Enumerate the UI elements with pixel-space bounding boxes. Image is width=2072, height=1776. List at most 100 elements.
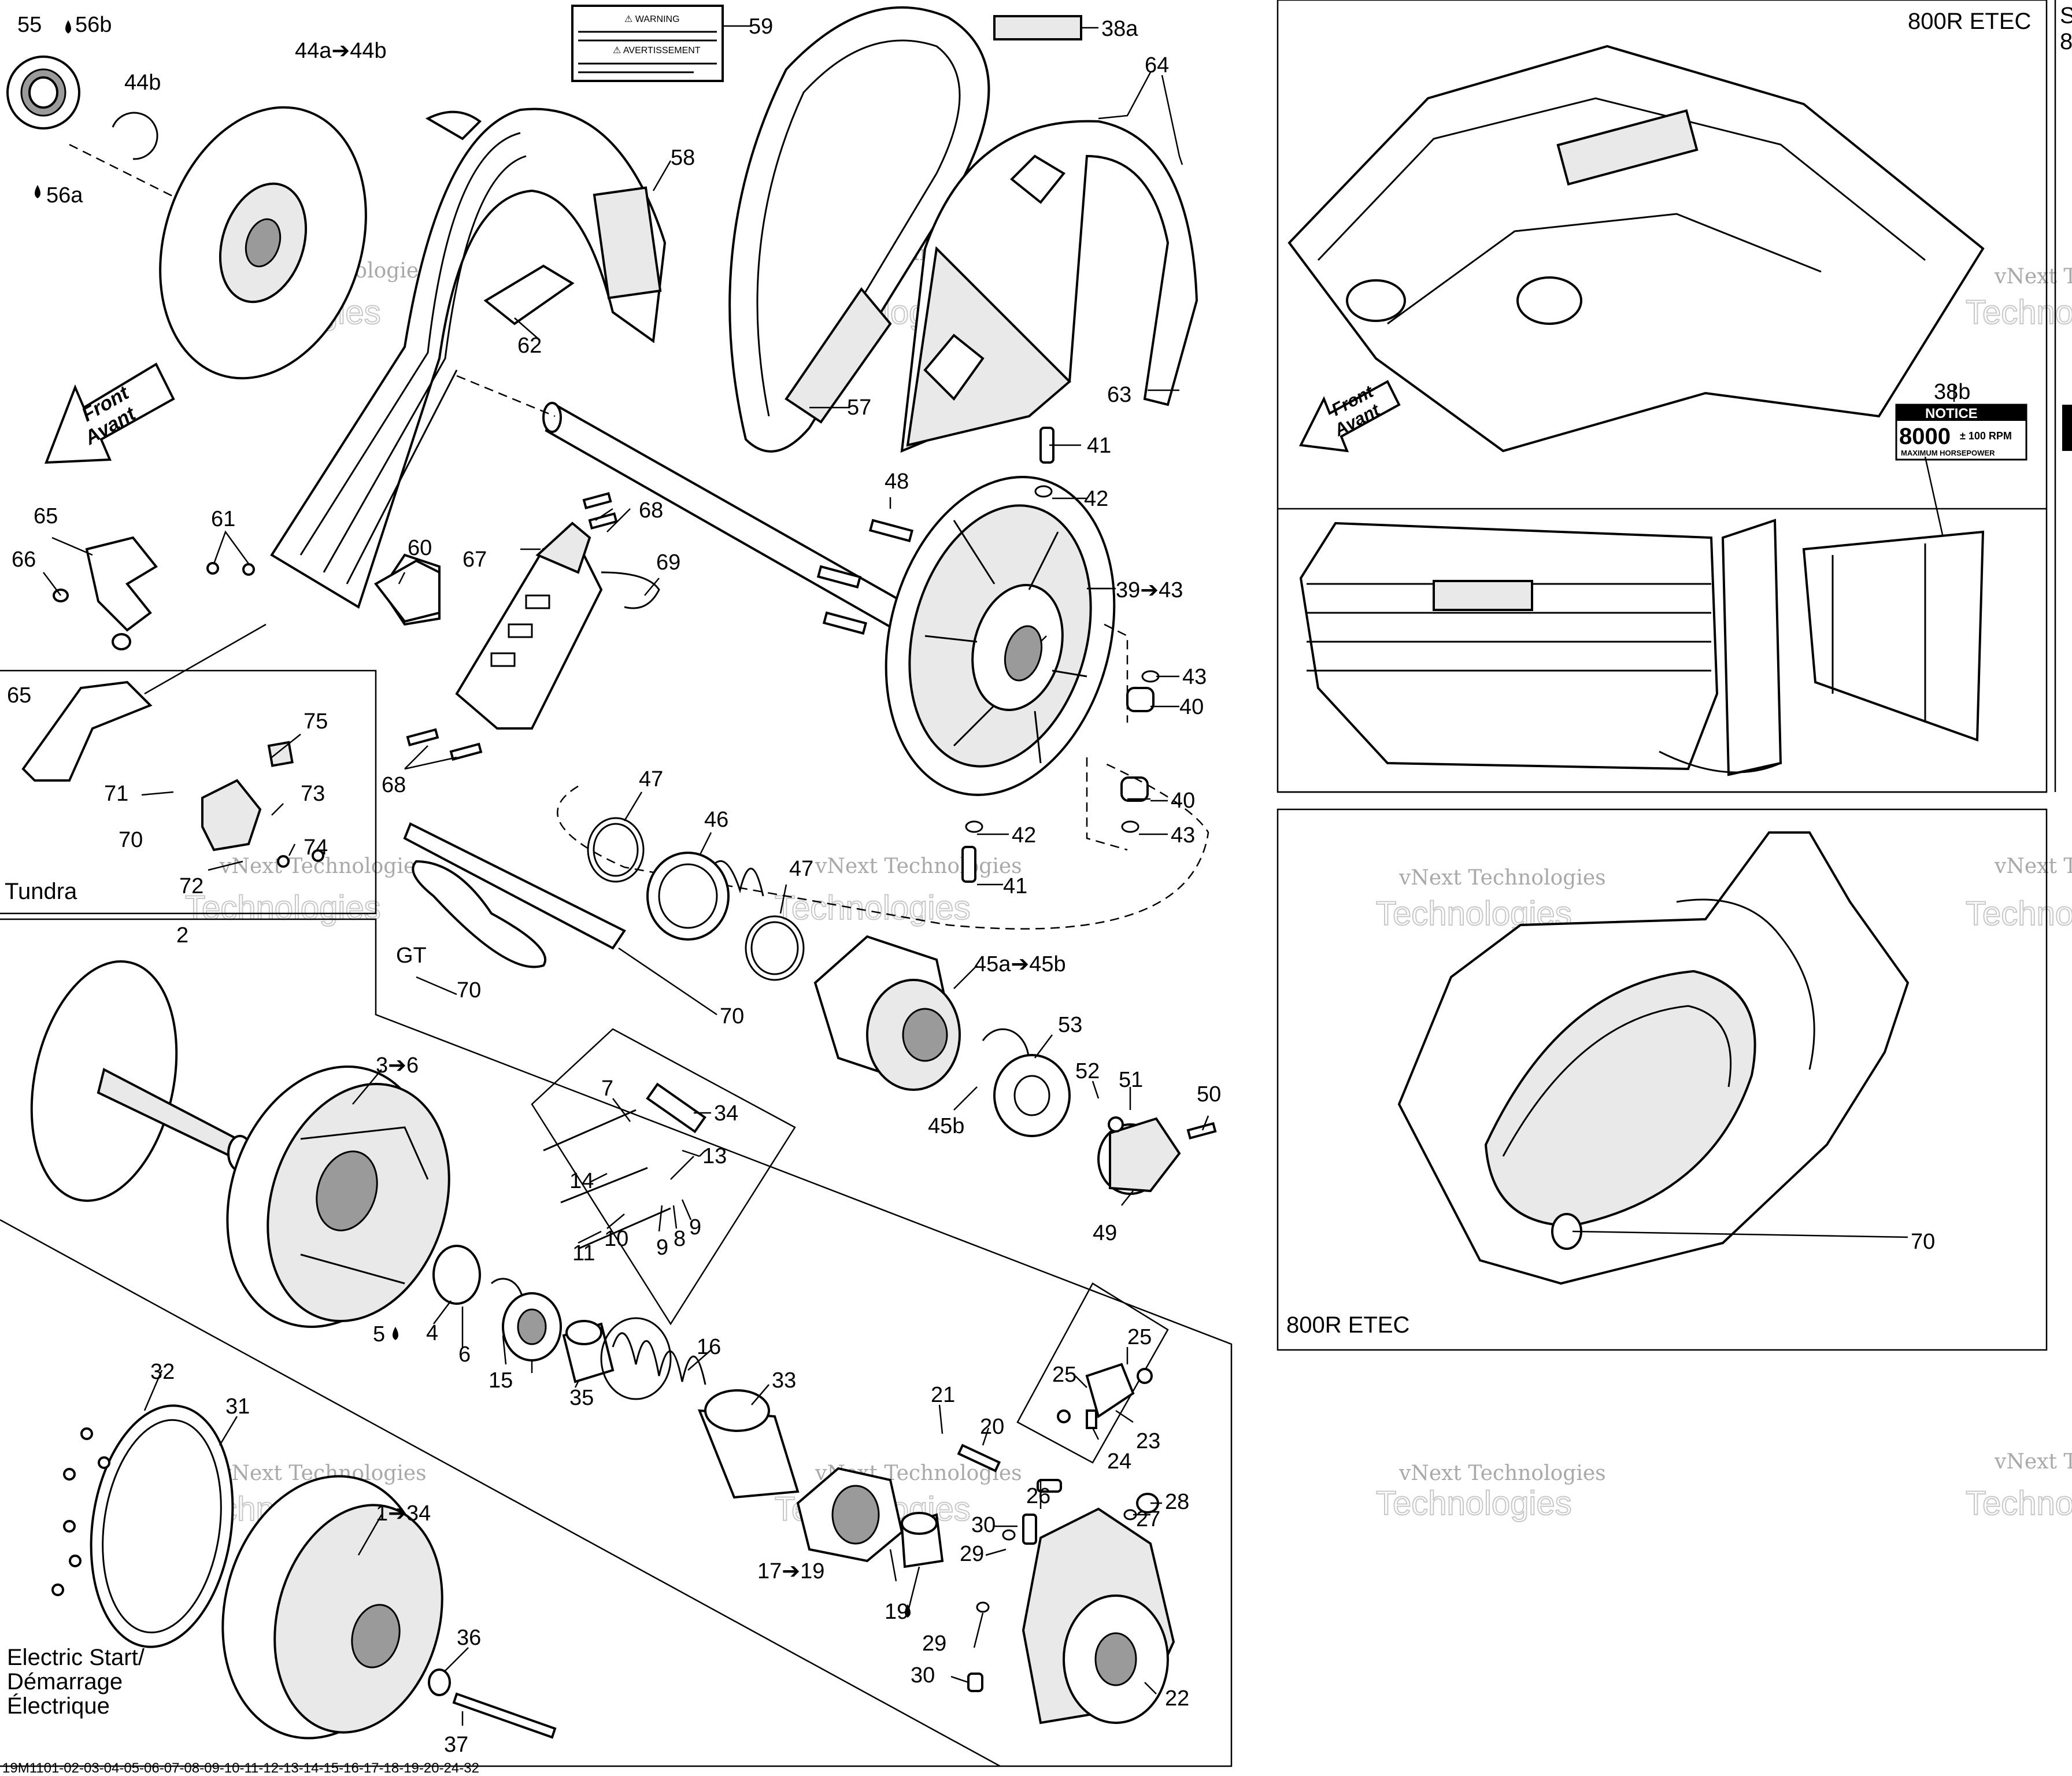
- callout-58: 58: [671, 146, 695, 170]
- callout-21: 21: [931, 1383, 955, 1407]
- electric-start-line3: Électrique: [7, 1693, 110, 1719]
- callout-45b: 45b: [928, 1114, 964, 1138]
- callout-32: 32: [150, 1360, 175, 1384]
- watermark-company: vNext Technologies: [1994, 1450, 2072, 1474]
- spider-17: [796, 1467, 904, 1563]
- callout-45a-45b: 45a➔45b: [974, 952, 1066, 976]
- callout-72: 72: [179, 874, 204, 898]
- callout-73: 73: [301, 782, 325, 806]
- callout-55: 55: [17, 13, 42, 37]
- callout-14: 14: [569, 1169, 594, 1193]
- callout-29: 29: [922, 1631, 946, 1656]
- svg-text:⚠ AVERTISSEMENT: ⚠ AVERTISSEMENT: [613, 46, 701, 56]
- callout-36: 36: [457, 1626, 481, 1650]
- callout-71: 71: [104, 782, 128, 806]
- watermark-company: vNext Technologies: [815, 854, 1022, 878]
- governor-subassembly-box: [1016, 1282, 1169, 1464]
- circlip-44b: [112, 112, 158, 160]
- notice-cut-copy: [2062, 405, 2072, 451]
- callout-75: 75: [304, 709, 328, 734]
- side-panel-detail: [1802, 456, 1985, 742]
- notice-tolerance: ± 100 RPM: [1960, 430, 2012, 442]
- notice-subtitle: MAXIMUM HORSEPOWER: [1901, 449, 1995, 457]
- pins-48: [816, 519, 914, 635]
- front-arrow-2: Front Avant: [1298, 380, 1401, 453]
- callout-46: 46: [704, 808, 728, 832]
- callout-30: 30: [911, 1663, 935, 1688]
- bracket-60: [53, 536, 441, 650]
- callout-31: 31: [225, 1394, 250, 1419]
- drop-icon: [905, 1604, 911, 1618]
- drive-belt-57: [728, 6, 990, 453]
- callout-69: 69: [656, 550, 680, 575]
- bushing-19: [900, 1512, 944, 1568]
- svg-text:⚠ WARNING: ⚠ WARNING: [624, 14, 680, 24]
- callout-51: 51: [1119, 1068, 1143, 1092]
- callout-9: 9: [689, 1215, 701, 1240]
- watermark-company: vNext Technologies: [1994, 265, 2072, 288]
- seal-55: [6, 56, 80, 130]
- notice-title: NOTICE: [1925, 406, 1978, 421]
- drop-icon: [393, 1327, 398, 1340]
- callout-53: 53: [1058, 1013, 1082, 1037]
- electric-start-line1: Electric Start/: [7, 1645, 145, 1670]
- callout-49: 49: [1093, 1221, 1117, 1245]
- callout-65: 65: [7, 683, 31, 708]
- movable-sheave-3: [226, 1065, 450, 1328]
- callout-1-34: 1➔34: [376, 1501, 431, 1526]
- callout-74: 74: [304, 835, 328, 860]
- watermark-company: vNext Technologies: [1994, 854, 2072, 878]
- callout-22: 22: [1165, 1686, 1189, 1711]
- cover-22: [1022, 1507, 1175, 1725]
- callout-37: 37: [444, 1733, 468, 1757]
- callout-68: 68: [639, 498, 663, 523]
- callout-13: 13: [702, 1144, 727, 1168]
- callout-27: 27: [1136, 1507, 1160, 1531]
- callout-7: 7: [601, 1076, 613, 1101]
- ring-47b: [745, 915, 805, 981]
- callout-68: 68: [382, 773, 406, 797]
- callout-63: 63: [1107, 383, 1131, 407]
- strap-70: [403, 822, 626, 968]
- callout-20: 20: [980, 1415, 1004, 1439]
- small-hardware-drive: [543, 1082, 1159, 1692]
- callout-48: 48: [885, 469, 909, 494]
- callout-4: 4: [426, 1321, 438, 1345]
- drop-icons: [35, 20, 911, 1618]
- watermark-brand: Technologies: [185, 889, 381, 927]
- tundra-inset-parts: [21, 680, 324, 868]
- panel-guard-border: [1276, 808, 2048, 1351]
- rings-4-6-15: [432, 1245, 562, 1361]
- callout-60: 60: [408, 536, 432, 560]
- callout-43: 43: [1182, 665, 1207, 689]
- callout-gt: GT: [396, 944, 427, 968]
- callout-10: 10: [604, 1227, 628, 1251]
- callout-25: 25: [1052, 1363, 1076, 1387]
- callout-70: 70: [1911, 1230, 1935, 1254]
- notice-decal-38b: NOTICE 8000 ± 100 RPM MAXIMUM HORSEPOWER: [1895, 404, 2027, 461]
- lever-subassembly-box: [531, 1028, 796, 1326]
- callout-70: 70: [119, 828, 143, 852]
- drive-pulley-frame: [0, 918, 1233, 1767]
- watermark-brand: Technologies: [1376, 1485, 1572, 1522]
- callout-15: 15: [489, 1368, 513, 1393]
- electric-start-divider: [0, 1219, 1001, 1767]
- spring-16: [600, 1317, 706, 1400]
- spring-46: [646, 852, 764, 941]
- hardware-40-43: [961, 427, 1160, 883]
- callout-56b: 56b: [75, 13, 112, 37]
- callout-35: 35: [569, 1386, 594, 1410]
- callout-57: 57: [847, 395, 871, 420]
- callout-64: 64: [1145, 53, 1169, 77]
- callout-47: 47: [789, 857, 813, 881]
- callout-44b: 44b: [124, 71, 161, 95]
- callout-42: 42: [1084, 487, 1108, 511]
- callout-9: 9: [656, 1235, 668, 1260]
- callout-56a: 56a: [46, 183, 83, 208]
- watermark-brand: Technologies: [1966, 895, 2072, 933]
- tundra-inset-box: [0, 669, 377, 915]
- leader-lines: [43, 25, 1955, 1726]
- callout-17-19: 17➔19: [757, 1559, 824, 1583]
- callout-40: 40: [1179, 695, 1204, 719]
